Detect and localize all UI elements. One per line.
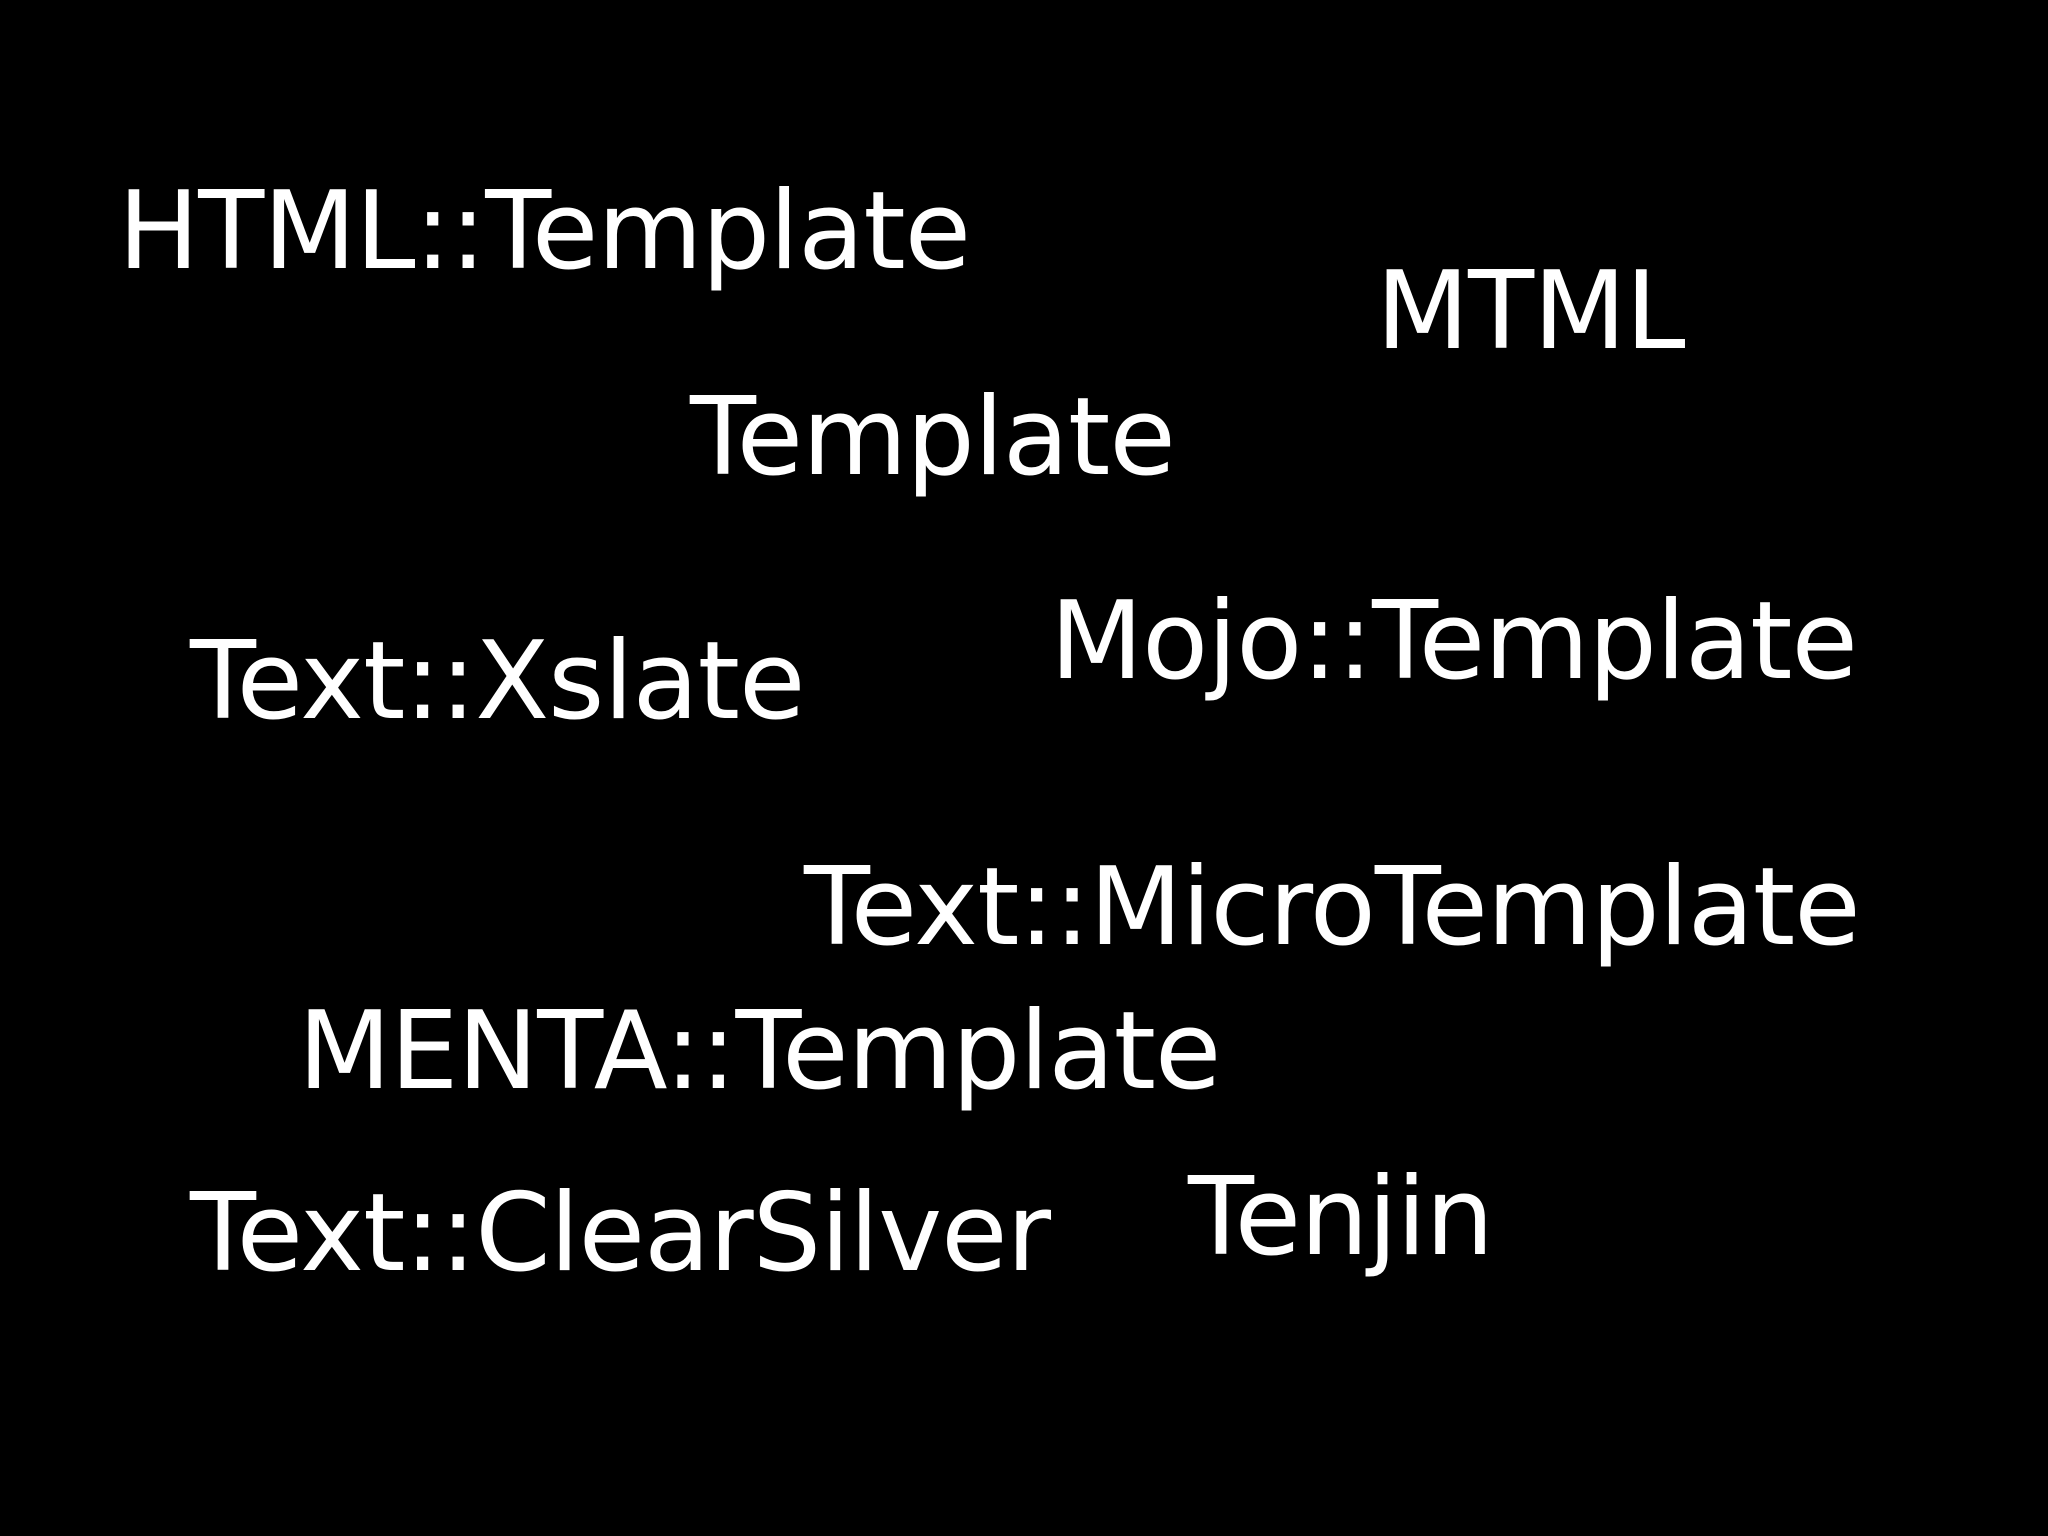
word-html-template: HTML::Template bbox=[118, 169, 971, 294]
word-text-clearsilver: Text::ClearSilver bbox=[190, 1171, 1051, 1296]
word-text-xslate: Text::Xslate bbox=[190, 619, 805, 744]
word-mojo-template: Mojo::Template bbox=[1050, 579, 1858, 704]
word-tenjin: Tenjin bbox=[1188, 1155, 1494, 1280]
word-mtml: MTML bbox=[1376, 249, 1686, 374]
word-template: Template bbox=[690, 375, 1176, 500]
word-text-microtemplate: Text::MicroTemplate bbox=[804, 845, 1861, 970]
word-menta-template: MENTA::Template bbox=[298, 989, 1221, 1114]
